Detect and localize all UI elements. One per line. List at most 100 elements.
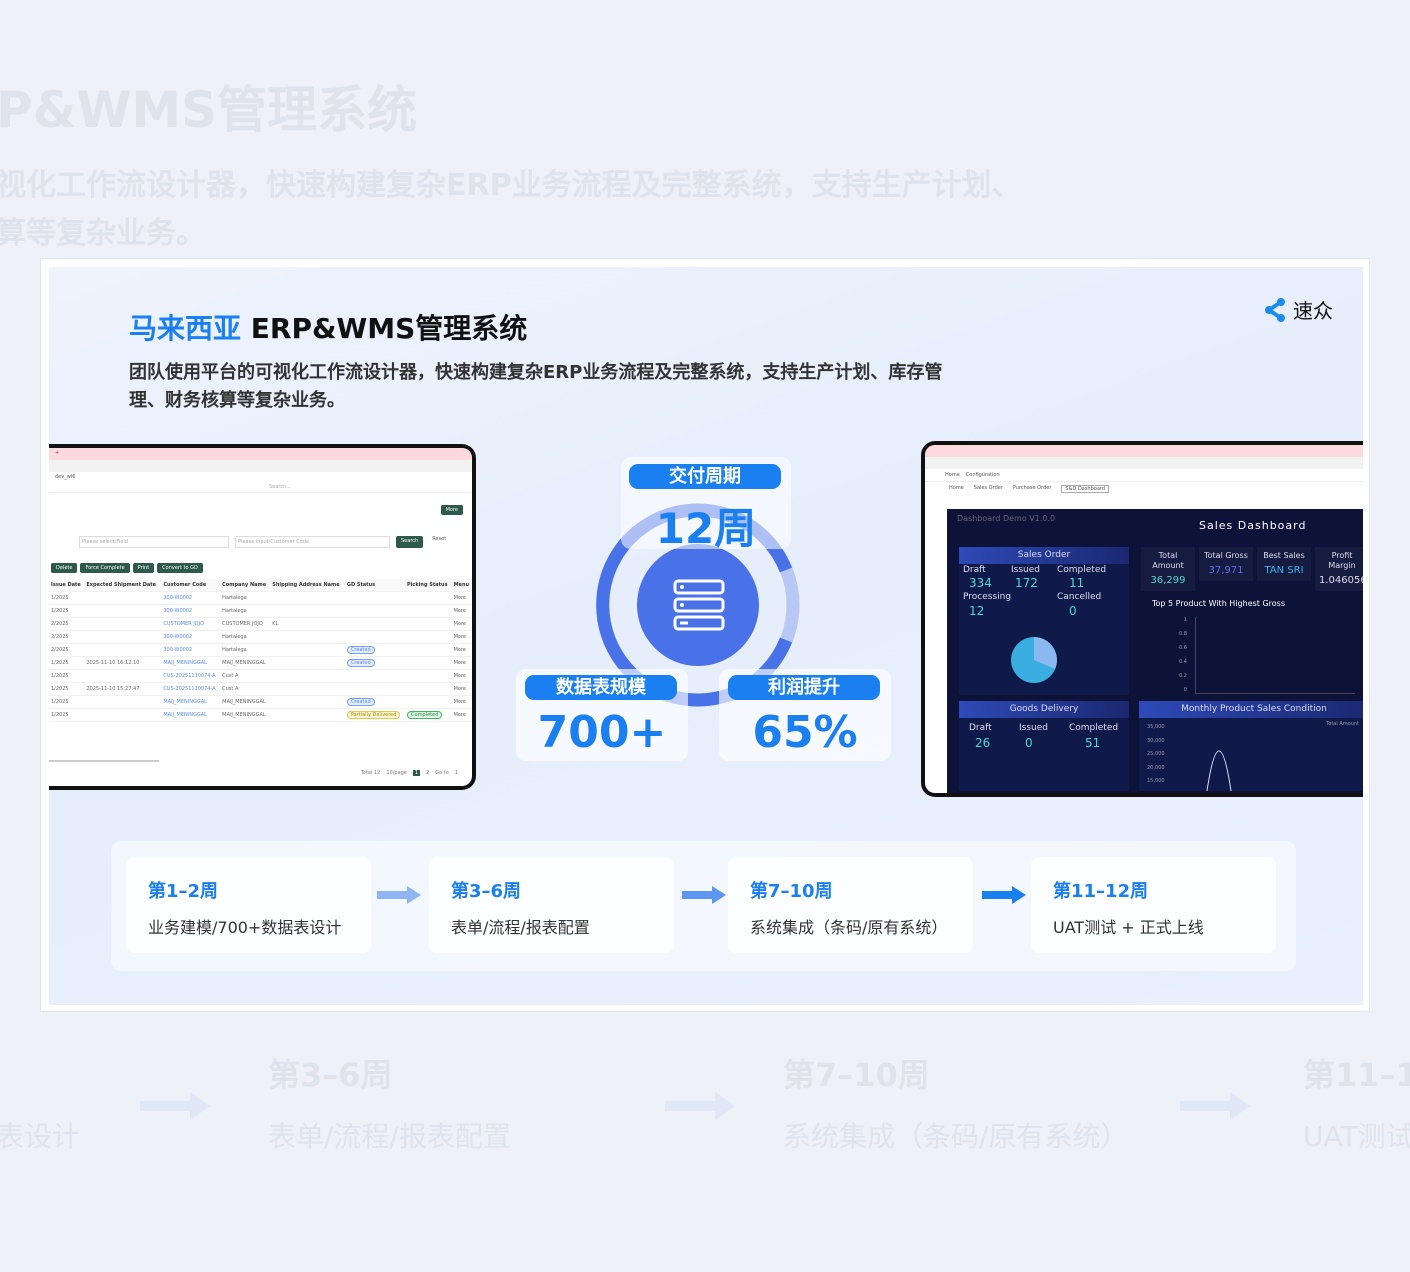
table-cell bbox=[344, 682, 406, 696]
timeline-step: 第1–2周业务建模/700+数据表设计 bbox=[126, 857, 371, 953]
nav-configuration[interactable]: Configuration bbox=[965, 472, 1000, 478]
table-cell: 2/2025 bbox=[49, 643, 85, 657]
horizontal-scrollbar[interactable] bbox=[49, 760, 159, 762]
bg-step: 第11–12 bbox=[1303, 1056, 1410, 1094]
cell-value[interactable]: 300-W0002 bbox=[163, 608, 193, 614]
status-badge: Created bbox=[346, 659, 375, 667]
cell-value[interactable]: 300-W0002 bbox=[163, 634, 193, 640]
cell-value[interactable]: More bbox=[453, 595, 466, 601]
table-cell bbox=[405, 656, 452, 670]
table-cell: Created bbox=[344, 643, 406, 657]
table-cell bbox=[84, 695, 162, 709]
table-cell: More bbox=[451, 682, 472, 696]
monthly-sales-panel: Monthly Product Sales Condition Total Am… bbox=[1139, 701, 1363, 791]
table-cell: CUSTOMER JOJO bbox=[220, 617, 271, 631]
bg-step: 表单/流程/报表配置 bbox=[268, 1120, 511, 1153]
column-header[interactable]: Picking Status bbox=[405, 579, 452, 592]
column-header[interactable]: Company Name bbox=[220, 579, 271, 592]
legend: Total Amount bbox=[1326, 721, 1359, 727]
column-header[interactable]: Expected Shipment Date bbox=[84, 579, 162, 592]
cell-value[interactable]: CUS-20251110074-A bbox=[163, 673, 216, 679]
y-tick-label: 15,000 bbox=[1147, 778, 1165, 784]
table-cell bbox=[270, 643, 345, 657]
table-cell bbox=[344, 669, 406, 683]
print-button[interactable]: Print bbox=[132, 563, 155, 573]
table-cell: 300-W0002 bbox=[161, 643, 221, 657]
cell-value[interactable]: More bbox=[453, 621, 466, 627]
page-size-select[interactable]: 10/page bbox=[386, 770, 407, 776]
top5-title: Top 5 Product With Highest Gross bbox=[1152, 599, 1285, 608]
goto-input[interactable]: 1 bbox=[454, 770, 458, 776]
table-cell: More bbox=[451, 708, 472, 722]
total-count: Total 12 bbox=[360, 770, 381, 776]
tab-sd-dashboard[interactable]: S&D Dashboard bbox=[1061, 485, 1110, 493]
y-tick-label: 25,000 bbox=[1147, 751, 1165, 757]
arrow-right-icon bbox=[982, 886, 1026, 904]
cell-value[interactable]: MAIJ_MENINGGAL bbox=[163, 660, 207, 666]
table-cell: MAIJ_MENINGGAL bbox=[161, 656, 221, 670]
table-cell: 1/2025 bbox=[49, 591, 85, 605]
cell-value[interactable]: 300-W0002 bbox=[163, 647, 193, 653]
tab-home[interactable]: Home bbox=[949, 485, 964, 491]
dashboard-version: Dashboard Demo V1.0.0 bbox=[957, 514, 1056, 523]
cell-value[interactable]: MAIJ_MENINGGAL bbox=[163, 712, 207, 718]
cell-value[interactable]: MAIJ_MENINGGAL bbox=[163, 699, 207, 705]
delete-button[interactable]: Delete bbox=[51, 563, 78, 573]
reset-button[interactable]: Reset bbox=[432, 536, 447, 542]
column-header[interactable]: Issue Date bbox=[49, 579, 85, 592]
label: Cancelled bbox=[1057, 592, 1102, 602]
cell-value[interactable]: More bbox=[453, 634, 466, 640]
table-cell: Hartalega bbox=[220, 643, 271, 657]
cell-value[interactable]: More bbox=[453, 673, 466, 679]
table-cell bbox=[270, 630, 345, 644]
table-cell bbox=[344, 630, 406, 644]
label: Issued bbox=[1011, 565, 1040, 575]
column-header[interactable]: Menu bbox=[451, 579, 472, 592]
kpi-delivery-cycle: 交付周期 12周 bbox=[621, 457, 791, 553]
cell-value[interactable]: More bbox=[453, 686, 466, 692]
page-1[interactable]: 1 bbox=[412, 770, 421, 776]
table-cell bbox=[270, 695, 345, 709]
table-cell: MAIJ_MENINGGAL bbox=[161, 708, 221, 722]
table-cell: 1/2025 bbox=[49, 682, 85, 696]
dashboard: Dashboard Demo V1.0.0 Sales Dashboard Sa… bbox=[947, 509, 1363, 793]
column-header[interactable]: Customer Code bbox=[161, 579, 221, 592]
cell-value[interactable]: More bbox=[453, 608, 466, 614]
arrow-right-icon bbox=[377, 886, 421, 904]
kpi-profit-increase: 利润提升 65% bbox=[719, 669, 891, 761]
cell-value[interactable]: 300-W0002 bbox=[163, 595, 193, 601]
convert-to-gd-button[interactable]: Convert to GD bbox=[157, 563, 203, 573]
table-cell bbox=[84, 669, 162, 683]
cell-value[interactable]: More bbox=[453, 647, 466, 653]
page-2[interactable]: 2 bbox=[426, 770, 430, 776]
column-header[interactable]: Shipping Address Name bbox=[270, 579, 345, 592]
table-cell: More bbox=[451, 643, 472, 657]
cell-value[interactable]: More bbox=[453, 712, 466, 718]
table-cell: KL bbox=[270, 617, 345, 631]
tab-purchase-order[interactable]: Purchase Order bbox=[1012, 485, 1052, 491]
cell-value: 1/2025 bbox=[51, 595, 69, 601]
server-database-icon bbox=[673, 579, 725, 631]
field-select[interactable]: Please select/Field bbox=[79, 536, 229, 548]
cell-value[interactable]: More bbox=[453, 699, 466, 705]
cell-value[interactable]: CUSTOMER JOJO bbox=[163, 621, 205, 627]
table-cell: 2025-11-10 16:12:10 bbox=[84, 656, 162, 670]
more-button[interactable]: More bbox=[440, 505, 463, 515]
customer-code-input[interactable]: Please input/Customer Code bbox=[235, 536, 390, 548]
force-complete-button[interactable]: Force Complete bbox=[80, 563, 130, 573]
search-button[interactable]: Search bbox=[396, 536, 424, 548]
table-cell: MAIJ_MENINGGAL bbox=[220, 656, 271, 670]
nav-home[interactable]: Home bbox=[945, 472, 960, 478]
kpi-value: 12周 bbox=[655, 504, 757, 553]
cell-value[interactable]: CUS-20251110074-A bbox=[163, 686, 216, 692]
top-search[interactable]: Search... bbox=[49, 482, 472, 493]
column-header[interactable]: GD Status bbox=[344, 579, 406, 592]
tab-sales-order[interactable]: Sales Order bbox=[973, 485, 1003, 491]
table-cell bbox=[405, 669, 452, 683]
bg-step: 表设计 bbox=[0, 1120, 81, 1153]
cell-value: 1/2025 bbox=[51, 673, 69, 679]
cell-value[interactable]: More bbox=[453, 660, 466, 666]
